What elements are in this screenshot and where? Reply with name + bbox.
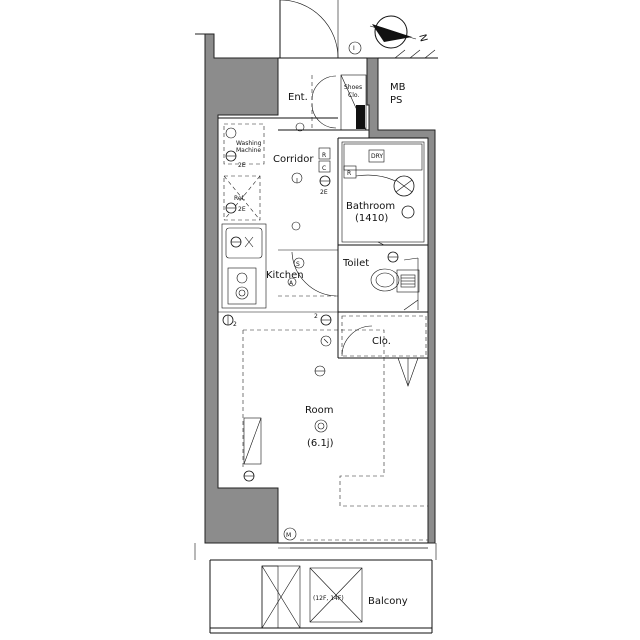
fridge-outlet-tag: 2E (238, 206, 246, 213)
bath-dry-tag: DRY (371, 153, 383, 160)
closet (341, 315, 427, 387)
label-ps: PS (390, 95, 402, 106)
compass-needle-icon (372, 24, 412, 42)
smoke-detector-symbol: S (296, 261, 300, 268)
label-toilet: Toilet (342, 258, 369, 269)
label-washing-machine-2: Machine (236, 147, 261, 154)
label-mb: MB (390, 82, 406, 93)
room-fixtures (222, 314, 428, 541)
label-closet: Clo. (372, 336, 391, 347)
breaker-r1: R (322, 152, 326, 159)
interphone-circle (348, 41, 362, 55)
breaker-r2: R (347, 170, 351, 177)
kitchen-door (278, 251, 338, 297)
breaker-c: C (322, 165, 326, 172)
label-room-size: (6.1j) (307, 438, 334, 449)
compass: N (369, 15, 429, 49)
label-washing-machine-1: Washing (236, 140, 262, 147)
compass-north-label: N (416, 33, 429, 43)
balcony-window (290, 539, 428, 549)
entrance-door (279, 0, 339, 59)
entrance-step (311, 75, 337, 130)
label-bathroom-size: (1410) (355, 213, 388, 224)
label-shoes-closet-1: Shoes (344, 84, 362, 91)
label-balcony-floors: (12F, 14F) (313, 595, 344, 602)
kitchen-a-symbol: A (289, 280, 294, 287)
right-wall (366, 57, 436, 544)
compass-axis (369, 25, 417, 40)
label-entrance: Ent. (288, 92, 308, 103)
meter-symbol: M (286, 532, 291, 539)
left-wall (195, 33, 279, 544)
corridor-outlet-tag: 2E (320, 189, 328, 196)
label-bathroom: Bathroom (346, 201, 395, 212)
corridor-fixtures (291, 122, 331, 231)
toilet-fixtures (370, 251, 420, 311)
outlet-tag-2a: 2 (233, 321, 237, 328)
kitchen-counter (221, 223, 267, 309)
balcony-features (261, 565, 363, 629)
compass-circle (374, 15, 408, 49)
label-corridor: Corridor (273, 154, 314, 165)
washer-outlet-tag: 2E (238, 162, 246, 169)
outlet-tag-2b: 2 (314, 313, 318, 320)
shoes-closet (340, 74, 367, 131)
label-room: Room (305, 405, 333, 416)
label-kitchen: Kitchen (266, 270, 304, 281)
label-shoes-closet-2: Clo. (348, 92, 359, 99)
bathroom-unit (341, 141, 425, 246)
label-balcony: Balcony (368, 596, 408, 607)
hatched-wall (378, 49, 438, 59)
interior-walls (194, 57, 437, 634)
label-refrigerator: Ref. (234, 195, 245, 202)
interphone-symbol: I (353, 45, 355, 52)
washing-machine-pan (223, 123, 265, 165)
refrigerator-space (223, 175, 261, 221)
